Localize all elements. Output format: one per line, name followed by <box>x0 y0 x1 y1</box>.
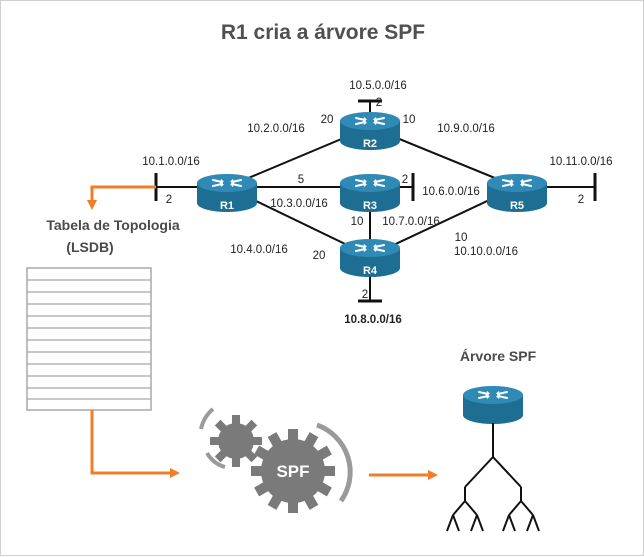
arrow-to-spf <box>90 410 180 478</box>
network-label-10-1: 10.1.0.0/16 <box>142 156 200 168</box>
network-label-10-3: 10.3.0.0/16 <box>270 198 328 210</box>
router-icon <box>462 385 524 425</box>
network-label-10-7: 10.7.0.0/16 <box>382 216 440 228</box>
cost-r2-stub: 2 <box>376 97 382 109</box>
cost-r1-stub: 2 <box>166 194 172 206</box>
router-label-r5: R5 <box>510 200 524 212</box>
cost-r1-r2: 20 <box>321 114 334 126</box>
network-label-10-10: 10.10.0.0/16 <box>454 246 518 258</box>
network-label-10-6: 10.6.0.0/16 <box>422 186 480 198</box>
router-label-r4: R4 <box>363 265 378 277</box>
spf-tree-label: Árvore SPF <box>460 348 537 364</box>
arrow-to-lsdb <box>87 185 156 210</box>
router-label-r2: R2 <box>363 138 377 150</box>
spf-tree-icon <box>446 423 540 532</box>
cost-r5-stub: 2 <box>578 194 584 206</box>
cost-r3-r4: 10 <box>351 216 364 228</box>
diagram-title: R1 cria a árvore SPF <box>221 21 425 44</box>
router-label-r3: R3 <box>363 200 377 212</box>
gear-icon: SPF <box>251 422 353 513</box>
router-r1: R1 <box>196 173 258 213</box>
network-label-10-4: 10.4.0.0/16 <box>230 244 288 256</box>
lsdb-label-line1: Tabela de Topologia <box>46 217 179 233</box>
cost-r1-r4: 20 <box>313 250 326 262</box>
spf-label: SPF <box>276 462 309 481</box>
cost-r1-r3: 5 <box>298 174 304 186</box>
network-label-10-2: 10.2.0.0/16 <box>247 123 305 135</box>
network-label-10-11: 10.11.0.0/16 <box>549 156 612 168</box>
lsdb-label-line2: (LSDB) <box>66 239 113 255</box>
cost-r3-stub: 2 <box>402 174 408 186</box>
network-label-10-8: 10.8.0.0/16 <box>344 314 402 326</box>
topology-table-icon <box>26 267 152 411</box>
router-r5: R5 <box>486 173 548 213</box>
cost-r4-stub: 2 <box>362 289 368 301</box>
cost-r4-r5: 10 <box>455 232 468 244</box>
router-r4: R4 <box>339 238 401 278</box>
network-label-10-5: 10.5.0.0/16 <box>349 80 407 92</box>
router-r2: R2 <box>339 111 401 151</box>
cost-r2-r5: 10 <box>403 114 416 126</box>
network-label-10-9: 10.9.0.0/16 <box>437 123 495 135</box>
gear-icon <box>199 407 262 469</box>
router-r3: R3 <box>339 173 401 213</box>
router-label-r1: R1 <box>220 200 234 212</box>
